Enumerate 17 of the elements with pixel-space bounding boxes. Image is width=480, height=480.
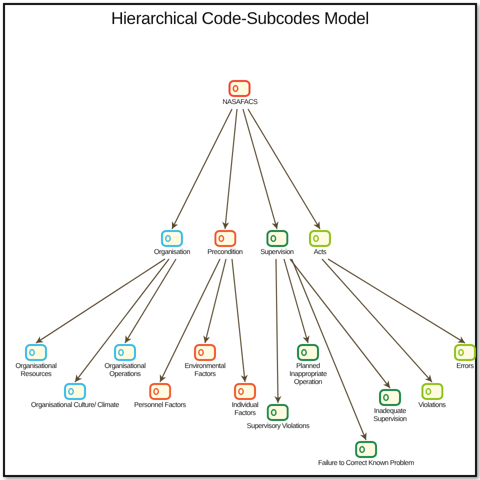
arrow <box>124 258 176 344</box>
arrow <box>322 258 432 382</box>
arrow <box>74 258 170 382</box>
arrow <box>222 108 238 230</box>
arrow <box>36 258 166 344</box>
arrow <box>283 258 310 344</box>
diagram-title: Hierarchical Code-Subcodes Model <box>110 9 370 29</box>
arrow <box>291 258 367 440</box>
arrow <box>328 258 466 344</box>
arrow <box>274 259 282 403</box>
arrow <box>231 258 248 382</box>
arrow <box>160 258 220 382</box>
arrow <box>203 258 227 344</box>
arrow <box>290 258 390 388</box>
arrow <box>242 108 278 230</box>
arrow <box>248 108 320 230</box>
arrow <box>172 108 232 230</box>
